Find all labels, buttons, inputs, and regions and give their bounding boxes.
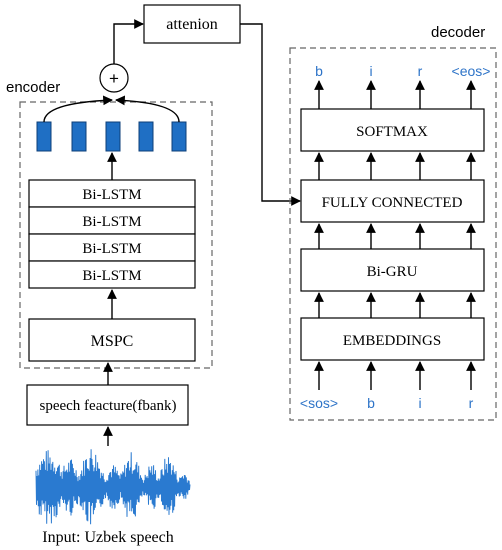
input-token: r [469, 395, 474, 411]
bilstm-layer [28, 233, 196, 262]
bilstm-stack: Bi-LSTM Bi-LSTM Bi-LSTM Bi-LSTM [28, 179, 196, 289]
speech-waveform [35, 449, 191, 525]
decoder-region [289, 47, 497, 421]
output-token: r [418, 63, 423, 79]
decoder-output-tokens: b i r <eos> [315, 63, 490, 79]
sum-to-attention-arrow [113, 19, 144, 64]
input-token: b [367, 395, 375, 411]
bilstm-layer [28, 260, 196, 289]
waveform-trace [35, 449, 191, 525]
input-token: <sos> [300, 395, 338, 411]
output-token: <eos> [452, 63, 491, 79]
decoder-arrows [314, 80, 476, 390]
fully-connected-block [300, 179, 485, 223]
sum-symbol: + [109, 69, 119, 88]
decoder-input-tokens: <sos> b i r [300, 395, 474, 411]
encoder-cell [138, 121, 154, 152]
input-caption: Input: Uzbek speech [42, 529, 174, 546]
fully-connected-label: FULLY CONNECTED [322, 195, 463, 211]
bilstm-label: Bi-LSTM [82, 241, 141, 257]
output-token: b [315, 63, 323, 79]
encoder-label: encoder [6, 79, 60, 96]
bilstm-label: Bi-LSTM [82, 214, 141, 230]
cell-to-sum-arrow [115, 95, 180, 123]
encoder-cell [36, 121, 52, 152]
encoder-output-cells [36, 121, 187, 152]
encoder-cell [71, 121, 87, 152]
encoder-cell [171, 121, 187, 152]
input-token: i [418, 395, 421, 411]
attention-label: attenion [166, 16, 218, 33]
bigru-block [300, 248, 485, 292]
softmax-block [300, 108, 485, 152]
decoder-label: decoder [431, 24, 485, 41]
mspc-label: MSPC [91, 333, 134, 350]
mspc-block [28, 318, 196, 362]
attention-to-fc-arrow [240, 23, 301, 206]
embeddings-label: EMBEDDINGS [343, 333, 441, 349]
bigru-label: Bi-GRU [367, 264, 418, 280]
output-token: i [369, 63, 372, 79]
softmax-label: SOFTMAX [356, 124, 428, 140]
speech-feature-label: speech feacture(fbank) [40, 398, 177, 414]
bilstm-label: Bi-LSTM [82, 268, 141, 284]
cell-to-sum-arrow [43, 95, 113, 123]
bilstm-label: Bi-LSTM [82, 187, 141, 203]
encoder-cell [105, 121, 121, 152]
embeddings-block [300, 317, 485, 361]
